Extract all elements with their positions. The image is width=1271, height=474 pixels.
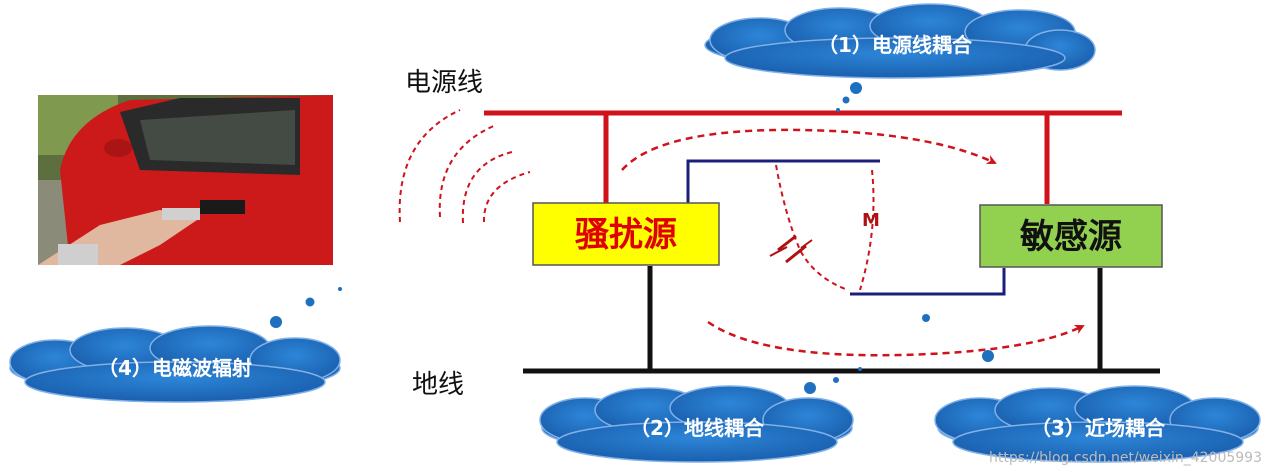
cloud-near-field-coupling: （3）近场耦合 bbox=[934, 385, 1261, 463]
source-box: 骚扰源 bbox=[532, 202, 720, 266]
ground-line-label: 地线 bbox=[412, 370, 464, 400]
ground-line bbox=[523, 266, 1160, 374]
victim-label: 敏感源 bbox=[1020, 217, 1122, 257]
coupling-arrows bbox=[621, 128, 1085, 357]
cloud-near-field-coupling-label: （3）近场耦合 bbox=[1031, 416, 1166, 440]
victim-box: 敏感源 bbox=[979, 204, 1163, 268]
cloud-radiation: （4）电磁波辐射 bbox=[9, 325, 341, 403]
cloud-power-coupling: （1）电源线耦合 bbox=[704, 3, 1096, 79]
source-label: 骚扰源 bbox=[575, 215, 677, 255]
cloud-radiation-label: （4）电磁波辐射 bbox=[98, 356, 252, 380]
cloud-ground-coupling: （2）地线耦合 bbox=[539, 385, 854, 463]
mutual-inductance-label: M bbox=[862, 210, 880, 231]
car-photo bbox=[38, 95, 333, 265]
radiation-waves bbox=[398, 109, 531, 224]
power-line bbox=[484, 110, 1122, 204]
cloud-ground-coupling-label: （2）地线耦合 bbox=[630, 416, 765, 440]
power-line-label: 电源线 bbox=[405, 68, 483, 98]
near-field-coupling bbox=[775, 164, 875, 291]
cloud-power-coupling-label: （1）电源线耦合 bbox=[818, 33, 973, 57]
watermark: https://blog.csdn.net/weixin_42005993 bbox=[989, 450, 1262, 466]
signal-lines bbox=[686, 159, 1006, 296]
capacitor-symbol bbox=[769, 234, 813, 264]
callout-dots bbox=[270, 82, 994, 394]
